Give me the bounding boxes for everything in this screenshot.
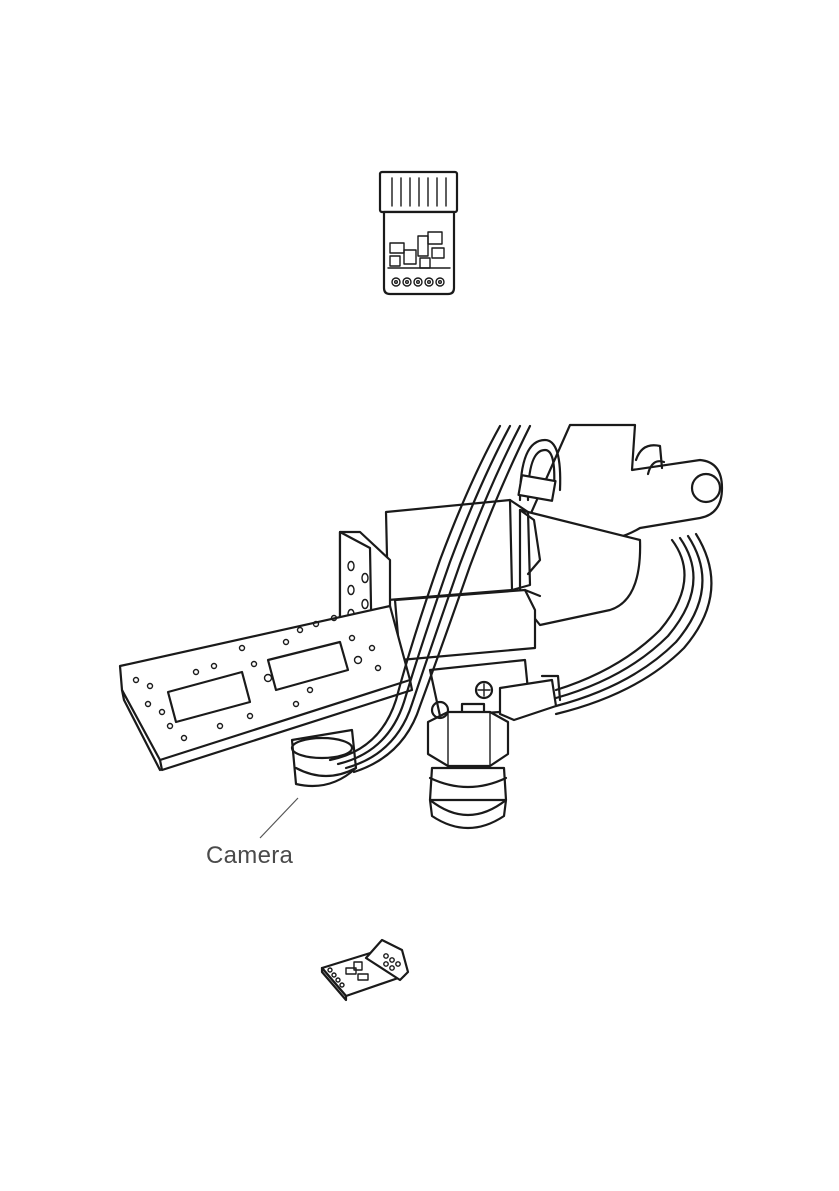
- camera-mount-bracket: [120, 425, 722, 828]
- camera-callout-label: Camera: [206, 842, 293, 870]
- camera-module-top: [380, 172, 457, 294]
- camera-module-bottom: [322, 940, 408, 1000]
- callout-leader-line: [260, 798, 298, 838]
